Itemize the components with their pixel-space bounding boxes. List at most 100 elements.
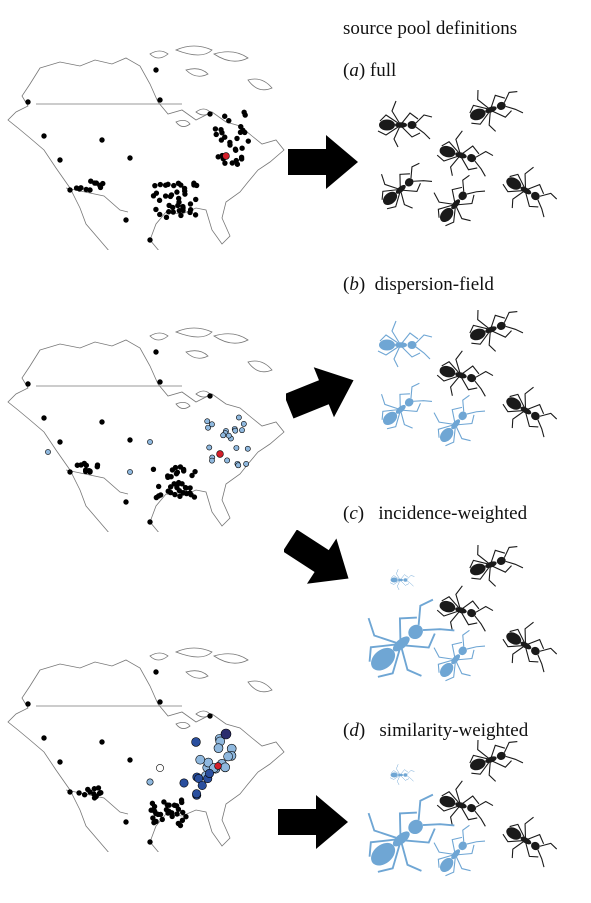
site-point bbox=[192, 789, 202, 799]
ant-thorax bbox=[455, 802, 467, 809]
ant-leg bbox=[433, 412, 455, 425]
ant-head bbox=[467, 154, 477, 163]
ant-leg bbox=[488, 760, 497, 782]
lake bbox=[175, 722, 191, 729]
lake bbox=[175, 402, 191, 409]
ant-leg bbox=[477, 90, 490, 110]
figure-heading: source pool definitions bbox=[343, 18, 518, 39]
ant-thorax bbox=[392, 831, 410, 847]
ant-leg bbox=[490, 549, 506, 563]
site-point bbox=[177, 493, 183, 499]
ant-leg bbox=[433, 647, 455, 660]
ant-antenna bbox=[417, 598, 455, 632]
ant-leg bbox=[502, 833, 523, 843]
ant-leg bbox=[436, 154, 458, 162]
ant-leg bbox=[490, 94, 506, 108]
ant-head bbox=[408, 819, 423, 835]
site-point bbox=[172, 491, 178, 498]
ant-thorax bbox=[451, 849, 461, 860]
ant-leg bbox=[400, 769, 409, 775]
ant-leg bbox=[471, 112, 490, 125]
ant-head bbox=[531, 411, 540, 421]
site-point bbox=[242, 129, 248, 136]
ant-leg bbox=[449, 610, 461, 631]
ant-leg bbox=[400, 580, 410, 586]
ant-leg bbox=[402, 183, 421, 193]
ant-leg bbox=[511, 410, 525, 429]
ant-head bbox=[458, 411, 467, 421]
site-point bbox=[174, 469, 181, 475]
ant-leg bbox=[451, 186, 463, 203]
ant-head bbox=[458, 191, 467, 201]
ant-antenna bbox=[537, 647, 558, 673]
ant-leg bbox=[441, 361, 459, 373]
ant-leg bbox=[471, 567, 490, 580]
ant-leg bbox=[400, 841, 422, 872]
ant-leg bbox=[400, 190, 413, 209]
island bbox=[247, 78, 273, 91]
site-point bbox=[25, 99, 31, 105]
ant-head bbox=[496, 101, 506, 110]
site-point bbox=[94, 464, 100, 470]
site-point bbox=[194, 773, 204, 783]
ant-leg bbox=[457, 414, 475, 426]
island bbox=[174, 647, 213, 658]
site-point bbox=[67, 469, 73, 475]
site-point bbox=[235, 462, 242, 469]
ant-leg bbox=[441, 141, 459, 153]
ant-leg bbox=[509, 823, 525, 838]
site-point bbox=[73, 185, 80, 191]
site-point bbox=[155, 483, 162, 490]
ant bbox=[367, 793, 455, 873]
ant-leg bbox=[462, 795, 480, 805]
site-point bbox=[146, 778, 154, 786]
site-point bbox=[195, 754, 206, 765]
ant-leg bbox=[380, 394, 400, 410]
ant-leg bbox=[460, 157, 478, 171]
ant bbox=[502, 621, 558, 673]
site-point bbox=[234, 135, 240, 142]
ant-leg bbox=[396, 569, 401, 580]
panel-name-c: incidence-weighted bbox=[378, 503, 528, 524]
site-point bbox=[171, 182, 177, 189]
site-point bbox=[207, 393, 213, 399]
site-map-b bbox=[7, 327, 285, 532]
ant-thorax bbox=[520, 406, 532, 415]
ant-leg bbox=[398, 616, 417, 641]
island bbox=[149, 652, 169, 661]
ant bbox=[469, 90, 524, 132]
site-point bbox=[215, 154, 221, 160]
ant-leg bbox=[455, 855, 471, 872]
ant bbox=[367, 598, 455, 678]
site-point bbox=[227, 139, 233, 146]
site-point bbox=[157, 97, 163, 103]
site-point bbox=[161, 799, 167, 805]
ant-gaster bbox=[439, 365, 456, 378]
ant-leg bbox=[449, 375, 461, 396]
ant-gaster bbox=[470, 758, 486, 771]
site-map-a bbox=[7, 45, 285, 250]
site-point bbox=[150, 193, 157, 199]
ant-leg bbox=[437, 424, 453, 438]
site-point bbox=[153, 67, 159, 73]
site-point bbox=[193, 196, 199, 203]
ant-thorax bbox=[395, 404, 406, 414]
ant-thorax bbox=[520, 186, 532, 195]
site-point bbox=[213, 743, 224, 753]
site-point bbox=[25, 381, 31, 387]
ant-thorax bbox=[485, 106, 497, 113]
site-point bbox=[155, 811, 161, 818]
ant-head bbox=[407, 341, 417, 349]
site-point bbox=[197, 780, 207, 790]
site-point bbox=[238, 124, 244, 130]
ant-leg bbox=[380, 174, 400, 190]
site-point bbox=[191, 182, 197, 188]
site-point bbox=[233, 147, 239, 153]
ant-leg bbox=[488, 565, 497, 587]
site-point bbox=[224, 457, 231, 464]
site-point bbox=[98, 789, 104, 796]
ant-leg bbox=[399, 173, 410, 188]
site-point bbox=[242, 112, 248, 118]
site-point bbox=[220, 432, 227, 439]
ant bbox=[433, 394, 486, 447]
